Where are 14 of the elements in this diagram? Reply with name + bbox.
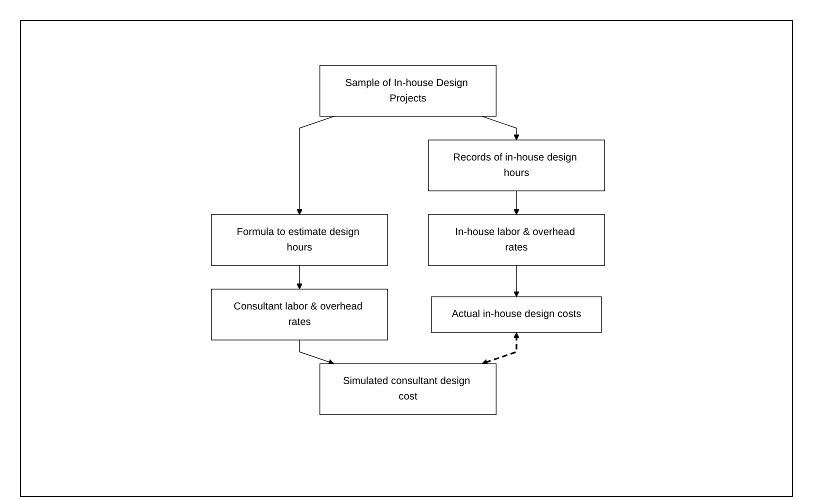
arrow [481,332,519,365]
arrow [298,340,334,365]
arrow [296,116,334,215]
node-box: In-house labor & overhead rates [428,214,604,266]
arrow [513,190,519,215]
arrow [296,265,302,290]
node-box: Actual in-house design costs [430,296,602,333]
node-box: Records of in-house design hours [428,140,604,192]
arrow [513,265,519,298]
node-box: Formula to estimate design hours [210,214,388,266]
node-box: Consultant labor & overhead rates [210,288,388,340]
node-box: Sample of In-house Design Projects [319,65,496,117]
node-box: Simulated consultant design cost [319,363,496,415]
arrow [481,116,519,140]
